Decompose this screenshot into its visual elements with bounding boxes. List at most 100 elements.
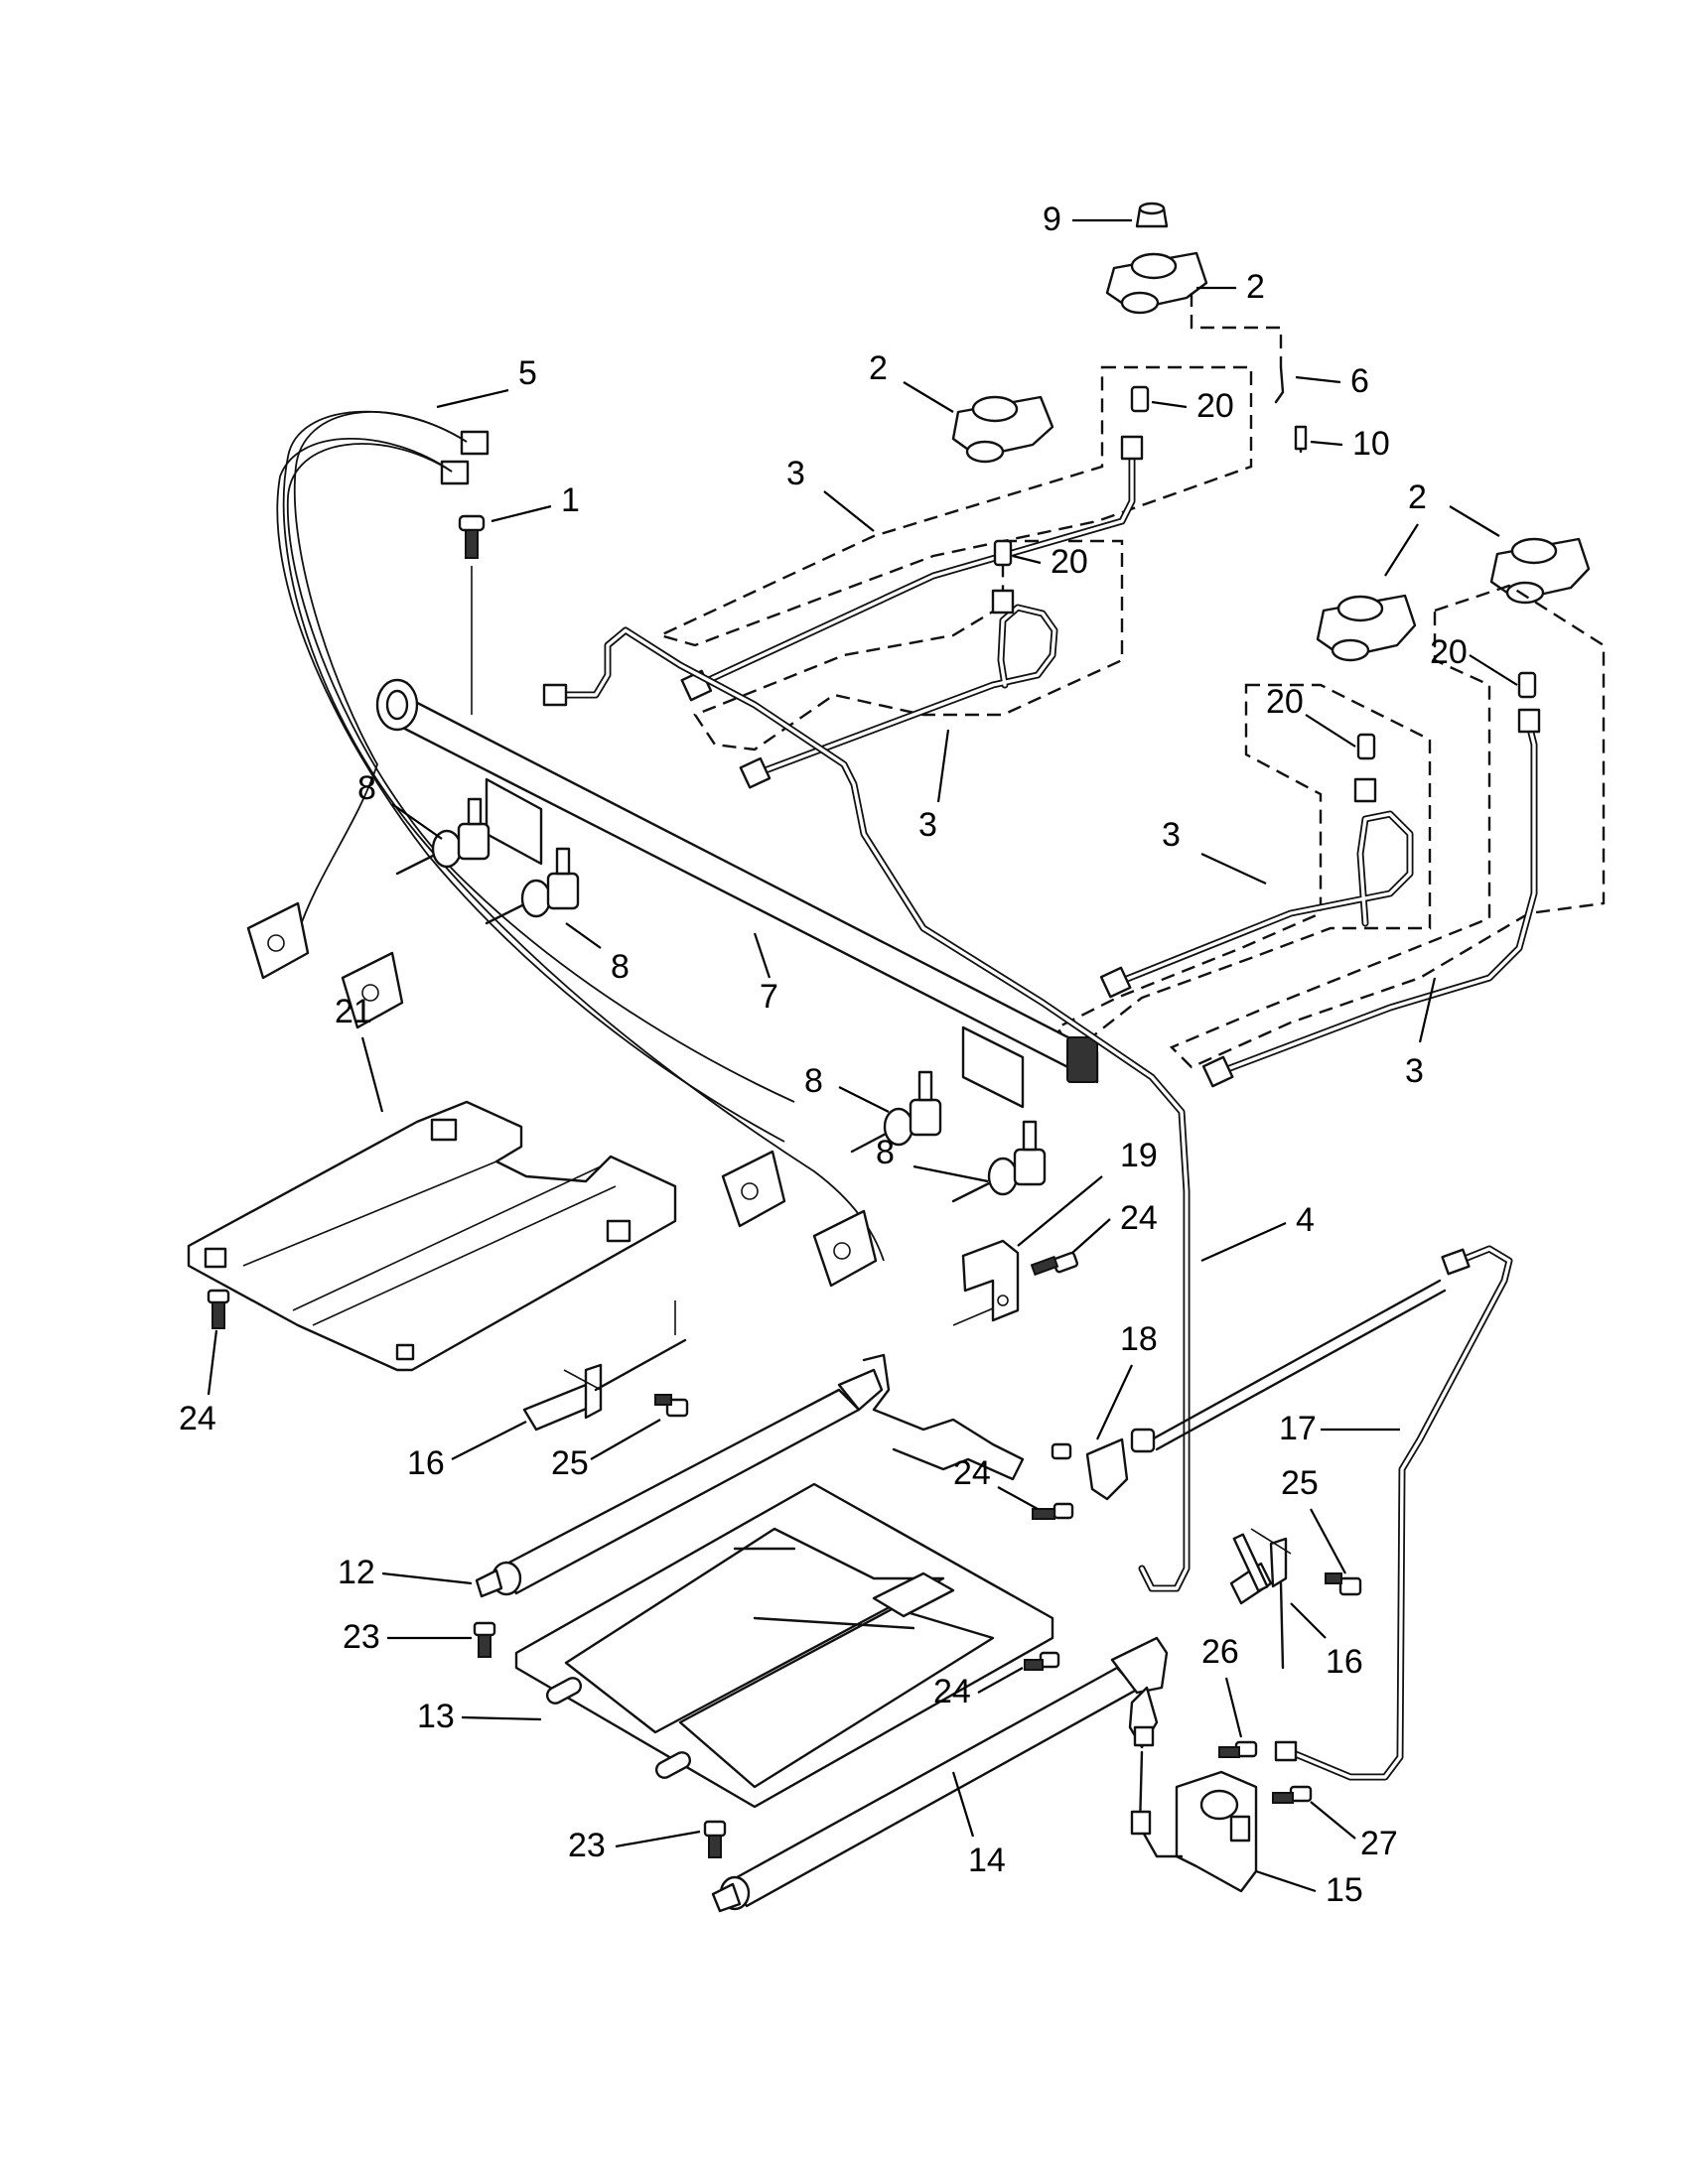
svg-text:27: 27 xyxy=(1360,1825,1398,1862)
callout-24-burner14: 24 xyxy=(933,1667,1024,1710)
svg-text:23: 23 xyxy=(568,1827,606,1864)
callout-8-second: 8 xyxy=(565,922,630,986)
svg-text:2: 2 xyxy=(1246,268,1265,306)
callout-27: 27 xyxy=(1310,1801,1398,1862)
svg-text:4: 4 xyxy=(1296,1201,1315,1239)
igniter-16-right xyxy=(1229,1528,1292,1670)
bracket-19 xyxy=(952,1239,1020,1326)
valve-8b xyxy=(485,847,580,925)
switch-connector-a xyxy=(246,901,310,980)
gas-line-18 xyxy=(1085,1279,1447,1501)
screw-24-bracket xyxy=(1030,1251,1079,1277)
screw-25-right xyxy=(1325,1572,1362,1596)
callout-3-right: 3 xyxy=(1162,816,1267,885)
switch-connector-c xyxy=(721,1150,786,1228)
valve-bracket-left xyxy=(485,777,543,866)
svg-text:3: 3 xyxy=(1405,1052,1424,1090)
svg-text:16: 16 xyxy=(407,1444,445,1482)
screw-25-left xyxy=(654,1394,689,1418)
svg-text:13: 13 xyxy=(417,1698,455,1735)
baffle-plate xyxy=(514,1482,1054,1809)
callout-1: 1 xyxy=(491,481,580,523)
screw-23-lower xyxy=(703,1820,727,1858)
svg-text:2: 2 xyxy=(869,349,888,387)
svg-text:1: 1 xyxy=(561,481,580,519)
callout-23-upper: 23 xyxy=(343,1618,472,1656)
callout-8-top-left: 8 xyxy=(357,769,443,840)
svg-text:3: 3 xyxy=(786,455,805,492)
callout-24-fitting: 24 xyxy=(953,1454,1039,1510)
callout-9: 9 xyxy=(1043,201,1132,238)
svg-text:8: 8 xyxy=(804,1062,823,1100)
callout-17: 17 xyxy=(1279,1410,1400,1447)
svg-text:23: 23 xyxy=(343,1618,380,1656)
callouts-layer: 9 2 6 10 2 20 5 1 xyxy=(179,201,1518,1909)
callout-13: 13 xyxy=(417,1698,542,1735)
callout-2-right-front: 2 xyxy=(1384,478,1427,577)
switch-connector-d xyxy=(812,1209,878,1288)
wire-harness xyxy=(276,410,885,1262)
callout-25-right: 25 xyxy=(1281,1464,1346,1574)
burner-tube-top-b xyxy=(739,589,1058,789)
svg-text:7: 7 xyxy=(760,978,778,1016)
svg-text:21: 21 xyxy=(335,993,372,1030)
burner-base-upper-middle xyxy=(951,395,1054,464)
dashed-outline-group-top xyxy=(656,365,1253,751)
svg-text:26: 26 xyxy=(1201,1633,1239,1671)
callout-21: 21 xyxy=(335,993,384,1113)
callout-12: 12 xyxy=(338,1554,473,1591)
svg-text:17: 17 xyxy=(1279,1410,1317,1447)
svg-text:8: 8 xyxy=(611,948,630,986)
svg-text:19: 19 xyxy=(1120,1137,1158,1174)
screw-24-fitting xyxy=(1032,1442,1074,1520)
burner-tube-right-a xyxy=(1099,777,1414,999)
callout-26: 26 xyxy=(1201,1633,1243,1738)
burner-base-top xyxy=(1105,202,1308,454)
callout-23-lower: 23 xyxy=(568,1827,701,1864)
svg-text:12: 12 xyxy=(338,1554,375,1591)
svg-text:3: 3 xyxy=(918,806,937,844)
burner-tube-14 xyxy=(711,1636,1169,1913)
svg-text:25: 25 xyxy=(551,1444,589,1482)
burner-base-right-front xyxy=(1316,594,1417,662)
callout-7: 7 xyxy=(753,932,778,1016)
oven-valve-15 xyxy=(1128,1686,1258,1893)
valve-8a xyxy=(395,797,491,876)
svg-text:25: 25 xyxy=(1281,1464,1319,1502)
callout-19: 19 xyxy=(1017,1137,1158,1247)
svg-text:8: 8 xyxy=(357,769,376,807)
svg-text:24: 24 xyxy=(933,1673,971,1710)
svg-text:10: 10 xyxy=(1352,425,1390,463)
callout-5: 5 xyxy=(436,354,537,409)
callout-6: 6 xyxy=(1295,362,1369,400)
callout-20-top: 20 xyxy=(1151,387,1234,425)
orifice-20b xyxy=(993,539,1013,567)
callout-24-left: 24 xyxy=(179,1329,218,1437)
callout-14: 14 xyxy=(951,1771,1006,1879)
callout-25-left: 25 xyxy=(551,1419,661,1482)
screw-1 xyxy=(458,514,486,715)
callout-20-second: 20 xyxy=(1012,543,1088,581)
callout-2-middle: 2 xyxy=(869,349,954,413)
valve-8d xyxy=(951,1120,1047,1203)
svg-text:15: 15 xyxy=(1326,1871,1363,1909)
orifice-20d xyxy=(1517,671,1537,699)
callout-2-right-back xyxy=(1449,505,1500,537)
screw-23-upper xyxy=(473,1621,496,1658)
callout-2-top: 2 xyxy=(1196,268,1265,306)
callout-3-upper: 3 xyxy=(786,455,875,532)
callout-8-fourth: 8 xyxy=(876,1134,989,1183)
svg-text:20: 20 xyxy=(1430,633,1468,671)
callout-3-lower-right: 3 xyxy=(1405,977,1437,1090)
dashed-outline-group-right xyxy=(1055,584,1606,1069)
valve-8c xyxy=(850,1070,942,1154)
switch-connector-b xyxy=(341,951,404,1029)
callout-10: 10 xyxy=(1310,425,1390,463)
heat-shield xyxy=(187,1100,677,1372)
callout-16-left: 16 xyxy=(407,1421,527,1482)
svg-text:6: 6 xyxy=(1350,362,1369,400)
screw-24-left xyxy=(207,1289,230,1329)
orifice-20c xyxy=(1356,733,1376,760)
svg-text:18: 18 xyxy=(1120,1320,1158,1358)
burner-tube-right-b xyxy=(1201,708,1541,1088)
